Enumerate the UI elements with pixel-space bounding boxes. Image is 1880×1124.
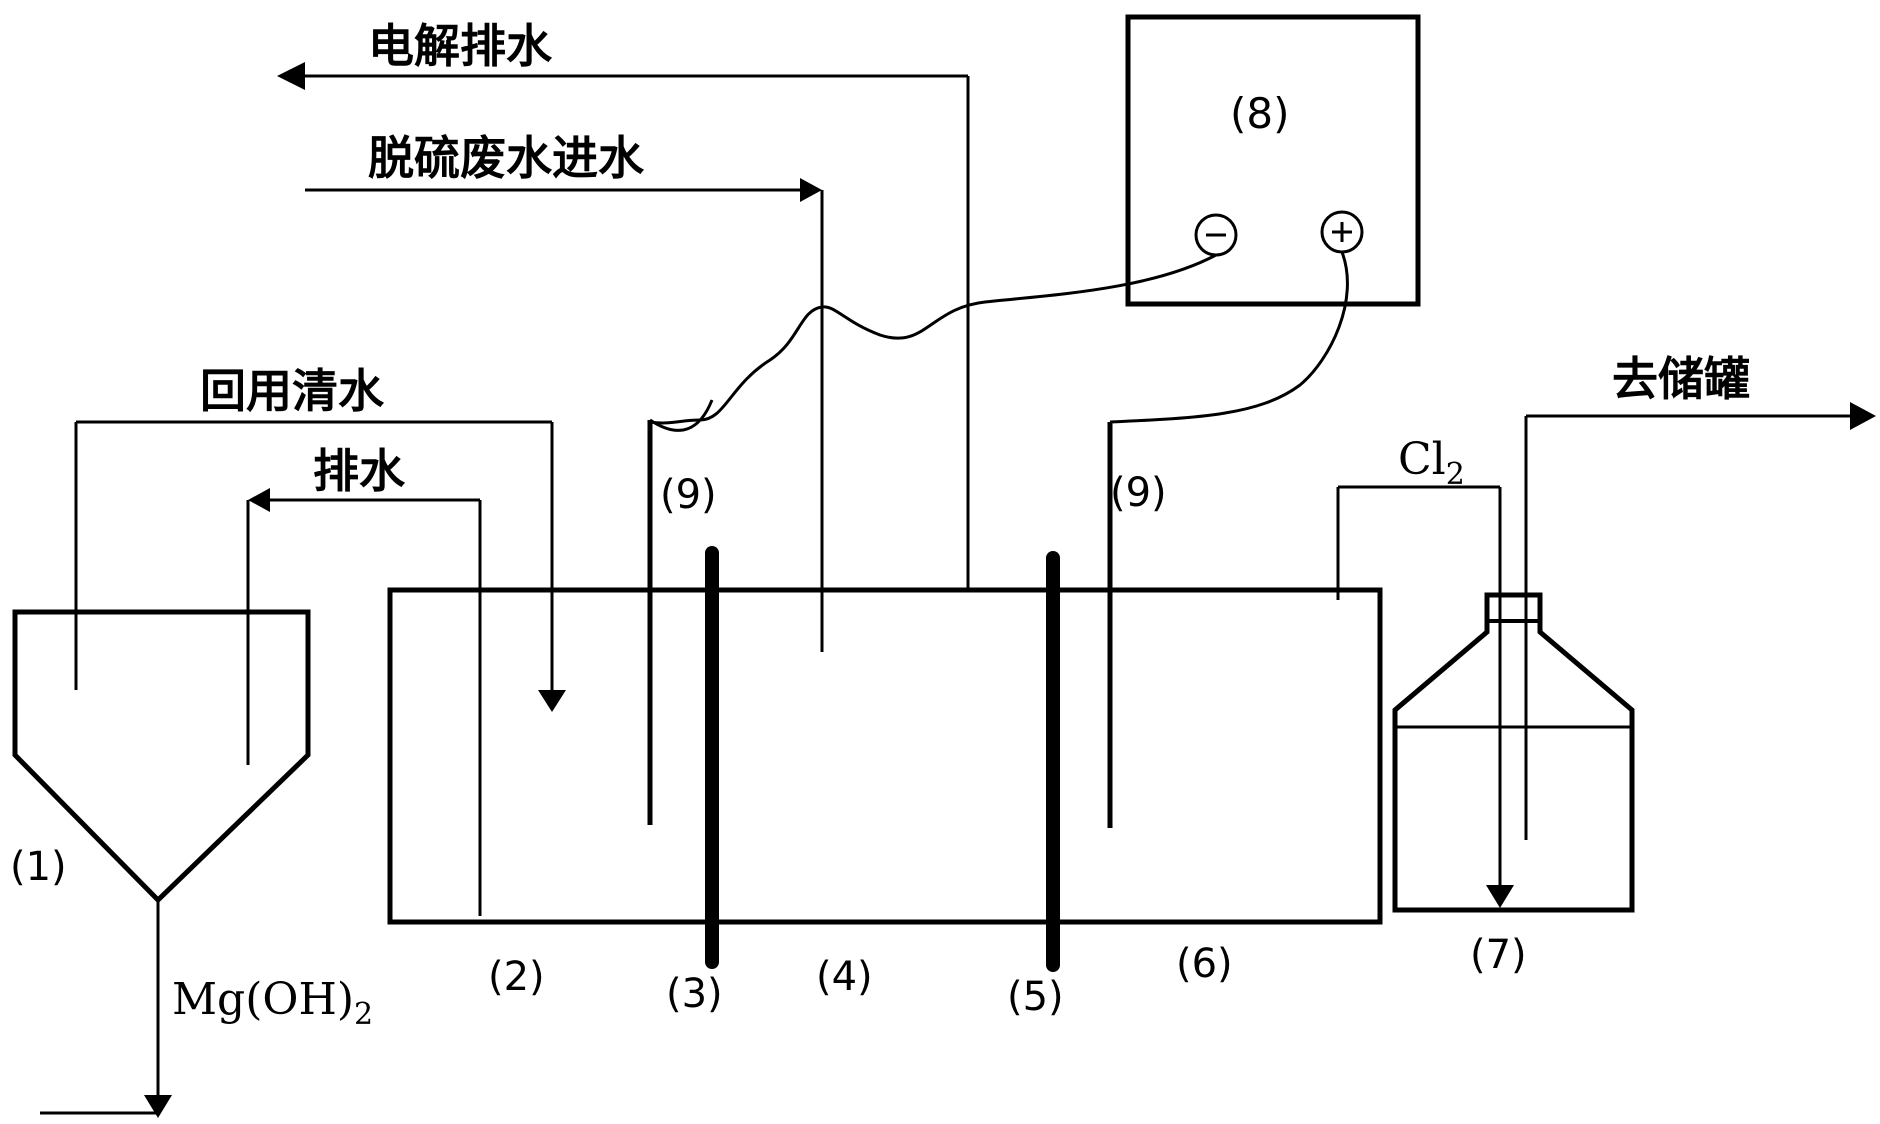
mgoh2-main: Mg(OH) <box>172 974 354 1025</box>
absorption-bottle <box>1392 592 1635 913</box>
arrow-left-icon <box>277 62 305 90</box>
component-3-label: (3) <box>666 971 723 1017</box>
component-6-label: (6) <box>1176 941 1233 987</box>
cl2-label: Cl2 <box>1398 434 1465 492</box>
component-9-right-label: (9) <box>1110 470 1167 516</box>
component-9-left-label: (9) <box>660 472 717 518</box>
negative-terminal-icon <box>1194 213 1238 257</box>
mgoh2-label: Mg(OH)2 <box>172 974 373 1032</box>
wastewater-inlet-line <box>305 178 824 652</box>
negative-wire-end <box>649 399 714 432</box>
wastewater-inlet-label: 脱硫废水进水 <box>368 131 645 185</box>
arrow-right-icon <box>1850 402 1876 430</box>
component-7-label: (7) <box>1470 932 1527 978</box>
cl2-main: Cl <box>1398 434 1446 485</box>
component-8-label: (8) <box>1230 89 1290 138</box>
positive-terminal-icon <box>1320 210 1364 254</box>
to-storage-line <box>1524 402 1876 840</box>
drain-line <box>246 488 482 916</box>
reuse-water-label: 回用清水 <box>200 364 385 418</box>
component-1-label: (1) <box>10 844 67 890</box>
arrow-down-icon <box>538 690 566 712</box>
settling-tank <box>12 609 311 904</box>
bottle-cap <box>1485 593 1542 623</box>
reuse-water-line <box>74 420 566 712</box>
mgoh2-sub: 2 <box>354 997 373 1032</box>
negative-wire <box>649 253 1217 425</box>
to-storage-label: 去储罐 <box>1612 352 1750 406</box>
component-2-label: (2) <box>488 954 545 1000</box>
cl2-line <box>1336 485 1514 908</box>
drain-label: 排水 <box>313 444 406 498</box>
arrow-left-icon <box>248 488 270 512</box>
arrow-right-icon <box>800 178 822 202</box>
positive-wire <box>1109 251 1349 424</box>
arrow-down-icon <box>144 1095 172 1118</box>
electrolysis-cell <box>387 587 1383 925</box>
component-5-label: (5) <box>1007 974 1064 1020</box>
arrow-down-icon <box>1486 885 1514 908</box>
cl2-sub: 2 <box>1446 457 1465 492</box>
electrolysis-drain-line <box>277 62 970 590</box>
power-supply-box <box>1125 14 1421 307</box>
component-4-label: (4) <box>816 954 873 1000</box>
electrolysis-drain-label: 电解排水 <box>368 19 553 73</box>
